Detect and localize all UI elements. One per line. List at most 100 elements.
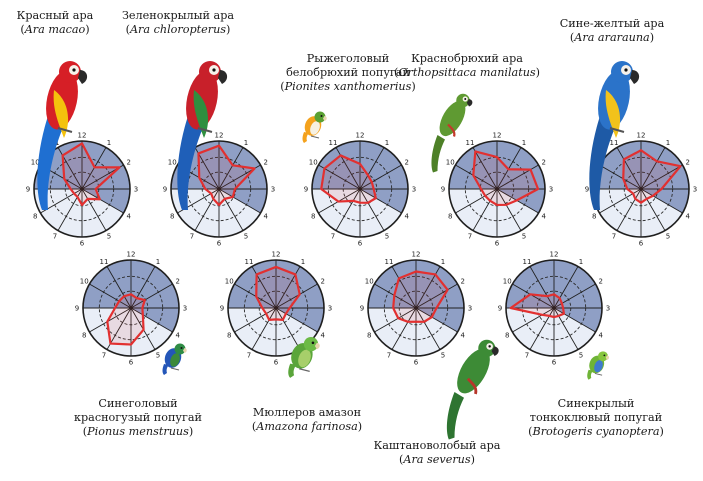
species-caption: Краснобрюхий ара(Orthopsittaca manilatus… bbox=[394, 52, 540, 80]
hour-label: 6 bbox=[217, 240, 222, 248]
hour-label: 8 bbox=[33, 213, 37, 221]
hour-label: 8 bbox=[311, 213, 315, 221]
hour-label: 2 bbox=[461, 278, 465, 286]
hour-label: 11 bbox=[610, 139, 619, 147]
hour-label: 7 bbox=[468, 232, 472, 240]
hour-label: 9 bbox=[585, 186, 589, 194]
latin-name: (Ara ararauna) bbox=[569, 31, 655, 44]
hour-label: 10 bbox=[309, 159, 318, 167]
common-name: Красный ара bbox=[16, 9, 94, 22]
hour-label: 7 bbox=[331, 232, 335, 240]
cobalt-winged-parakeet-icon bbox=[587, 351, 610, 380]
hour-label: 10 bbox=[365, 278, 374, 286]
species-caption: Красный ара(Ara macao) bbox=[17, 9, 94, 37]
hour-label: 1 bbox=[301, 258, 305, 266]
dial-outline bbox=[170, 140, 268, 238]
hour-label: 6 bbox=[80, 240, 85, 248]
dial-spoke bbox=[275, 307, 301, 350]
hour-label: 2 bbox=[599, 278, 603, 286]
hour-label: 7 bbox=[102, 351, 106, 359]
activity-curve bbox=[255, 265, 301, 321]
hour-label: 1 bbox=[385, 139, 389, 147]
hour-label: 11 bbox=[329, 139, 338, 147]
hour-label: 12 bbox=[550, 251, 559, 259]
dial-spoke bbox=[415, 283, 458, 309]
activity-curve bbox=[320, 154, 377, 204]
hour-label: 5 bbox=[441, 351, 445, 359]
hour-label: 10 bbox=[168, 159, 177, 167]
dial-spoke bbox=[81, 188, 107, 231]
dial-spoke bbox=[251, 307, 277, 350]
hour-label: 11 bbox=[385, 258, 394, 266]
hour-label: 5 bbox=[666, 232, 670, 240]
hour-label: 5 bbox=[522, 232, 526, 240]
hour-label: 4 bbox=[176, 332, 181, 340]
common-name: тонкоклювый попугай bbox=[529, 411, 663, 424]
dial-spoke bbox=[275, 266, 301, 309]
dial-spoke bbox=[599, 188, 642, 214]
hour-label: 9 bbox=[75, 305, 79, 313]
hour-label: 1 bbox=[244, 139, 248, 147]
activity-curve bbox=[622, 149, 682, 204]
common-name: Зеленокрылый ара bbox=[121, 9, 235, 22]
dial-outline bbox=[505, 259, 603, 357]
hour-label: 12 bbox=[272, 251, 281, 259]
white-bellied-parrot-icon bbox=[302, 111, 327, 143]
hour-label: 12 bbox=[637, 132, 646, 140]
latin-name: (Ara severus) bbox=[398, 453, 475, 466]
hour-label: 2 bbox=[405, 159, 409, 167]
hour-label: 4 bbox=[127, 213, 132, 221]
dial-spoke bbox=[599, 164, 642, 190]
dial-spoke bbox=[640, 188, 666, 231]
hour-label: 9 bbox=[26, 186, 30, 194]
common-name: Рыжеголовый bbox=[306, 52, 390, 65]
hour-label: 8 bbox=[227, 332, 231, 340]
dial-spoke bbox=[359, 147, 385, 190]
hour-label: 2 bbox=[542, 159, 546, 167]
hour-label: 3 bbox=[412, 186, 416, 194]
dial-outline bbox=[448, 140, 546, 238]
dial-outline bbox=[367, 259, 465, 357]
dial-spoke bbox=[89, 307, 132, 333]
green-winged-macaw-icon bbox=[177, 61, 228, 210]
hour-label: 1 bbox=[522, 139, 526, 147]
hour-label: 9 bbox=[441, 186, 445, 194]
hour-label: 8 bbox=[448, 213, 452, 221]
dial-spoke bbox=[251, 266, 277, 309]
common-name: Мюллеров амазон bbox=[252, 406, 362, 419]
hour-label: 7 bbox=[190, 232, 194, 240]
hour-label: 6 bbox=[274, 359, 279, 367]
dial-spoke bbox=[218, 147, 244, 190]
hour-label: 3 bbox=[693, 186, 697, 194]
hour-label: 12 bbox=[215, 132, 224, 140]
hour-label: 4 bbox=[461, 332, 466, 340]
dial-spoke bbox=[415, 266, 441, 309]
common-name: Сине-желтый ара bbox=[559, 17, 665, 30]
dial-spoke bbox=[218, 188, 244, 231]
hour-label: 8 bbox=[367, 332, 371, 340]
common-name: белобрюхий попугай bbox=[286, 66, 410, 79]
dial-spoke bbox=[496, 164, 539, 190]
activity-curve bbox=[509, 293, 565, 319]
hour-label: 6 bbox=[552, 359, 557, 367]
activity-curve bbox=[392, 270, 449, 323]
hour-label: 6 bbox=[414, 359, 419, 367]
dial-spoke bbox=[130, 266, 156, 309]
dial-spoke bbox=[472, 188, 498, 231]
dial-spoke bbox=[106, 266, 132, 309]
dial-spoke bbox=[512, 307, 555, 333]
activity-curve bbox=[472, 150, 540, 207]
dial-outline bbox=[227, 259, 325, 357]
hour-label: 10 bbox=[446, 159, 455, 167]
hour-label: 12 bbox=[493, 132, 502, 140]
blue-and-yellow-macaw-icon bbox=[589, 61, 640, 210]
hour-label: 4 bbox=[542, 213, 547, 221]
hour-label: 3 bbox=[549, 186, 553, 194]
hour-label: 6 bbox=[358, 240, 363, 248]
hour-label: 7 bbox=[612, 232, 616, 240]
